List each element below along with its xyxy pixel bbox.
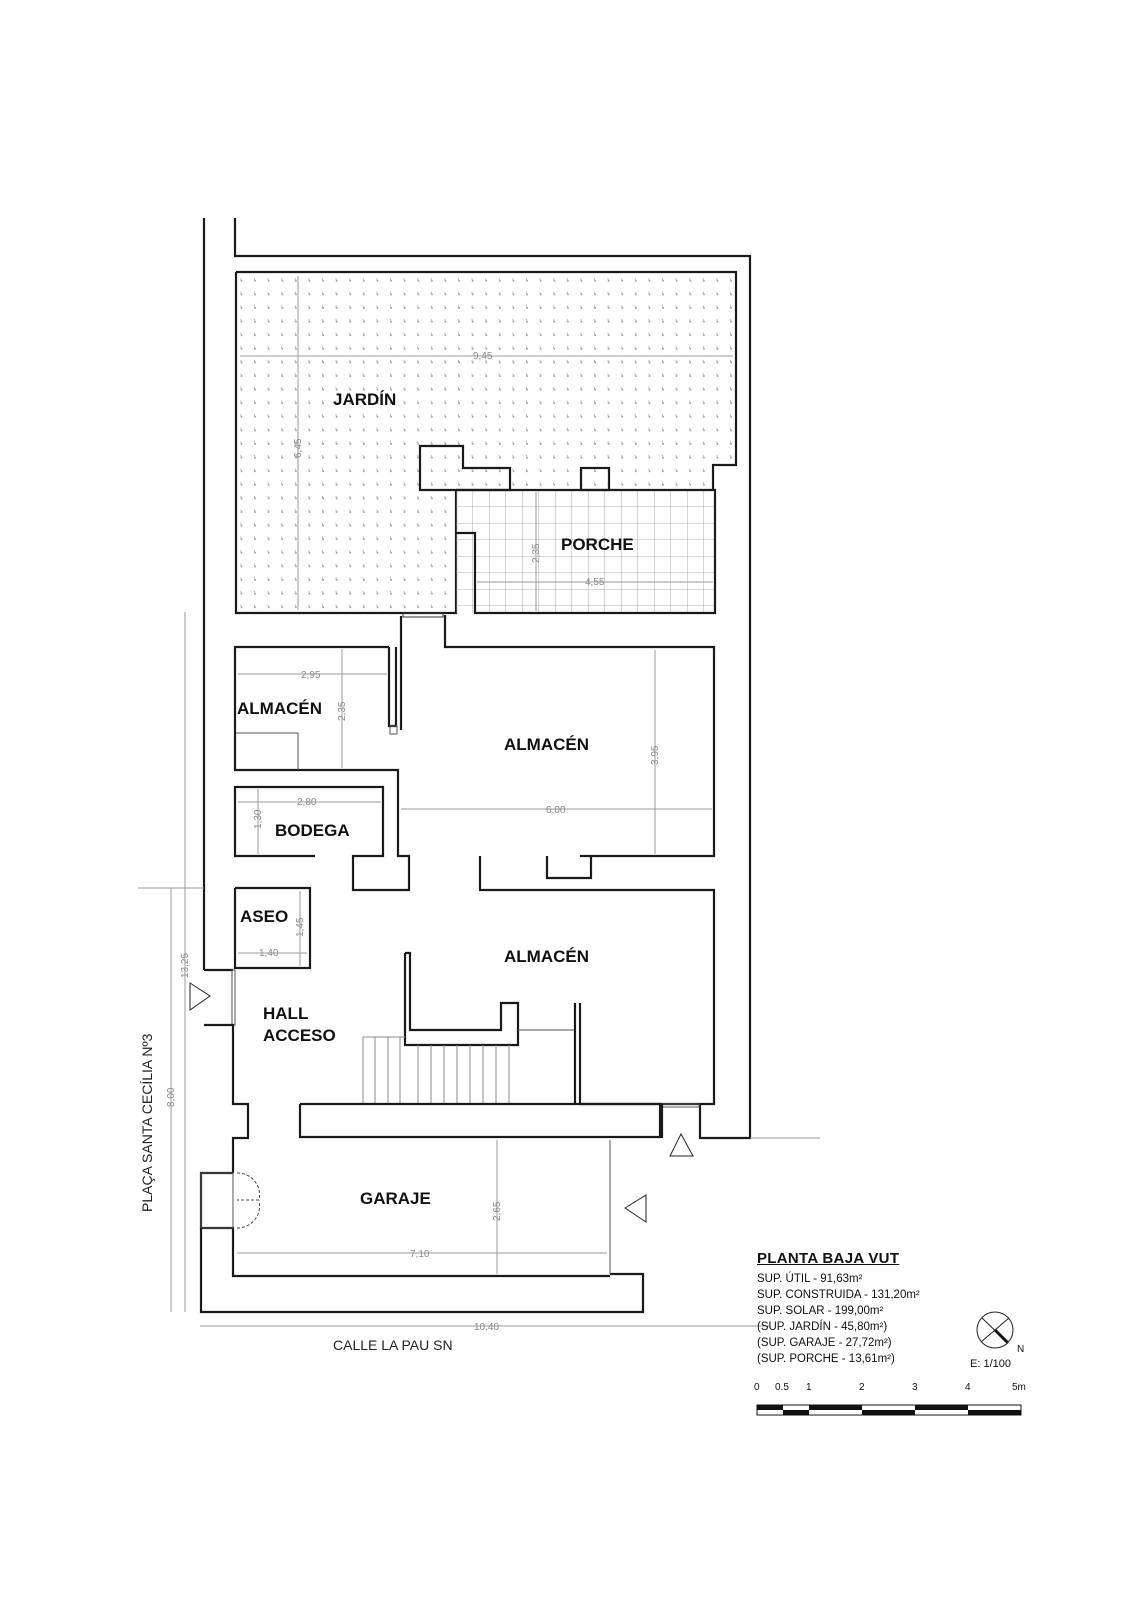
street-label-bottom: CALLE LA PAU SN	[333, 1337, 453, 1353]
dim-bodega-height: 1,30	[253, 809, 264, 829]
room-label-garaje: GARAJE	[360, 1189, 431, 1208]
room-label-almacen-small: ALMACÉN	[237, 699, 322, 718]
room-label-aseo: ASEO	[240, 907, 288, 926]
dim-porche-height: 2,35	[531, 543, 542, 563]
dim-garaje-height: 2,65	[492, 1201, 503, 1221]
scale-tick: 4	[965, 1382, 971, 1393]
dim-jardin-width: 9,45	[473, 351, 493, 362]
room-label-bodega: BODEGA	[275, 821, 350, 840]
dim-total-width: 10,40	[474, 1322, 499, 1333]
dim-almacen-large-height: 3,95	[650, 745, 661, 765]
room-label-porche: PORCHE	[561, 535, 634, 554]
room-label-jardin: JARDÍN	[333, 390, 396, 409]
dim-bodega-width: 2,80	[297, 797, 317, 808]
dim-almacen-small-width: 2,95	[301, 670, 321, 681]
plot-boundary	[202, 218, 820, 1140]
north-arrow-icon	[976, 1311, 1014, 1349]
dim-aseo-height: 1,45	[295, 917, 306, 937]
scale-tick-labels: 0 0.5 1 2 3 4 5m	[754, 1382, 1026, 1393]
dimension-lines	[138, 612, 770, 1327]
scale-tick: 3	[912, 1382, 918, 1393]
graphic-scale-bar	[756, 1404, 1022, 1416]
entrance-markers	[189, 982, 694, 1223]
surface-porche: (SUP. PORCHE - 13,61m²)	[757, 1353, 895, 1365]
interior-walls	[204, 612, 716, 1173]
dim-almacen-small-height: 2,35	[337, 701, 348, 721]
scale-tick: 1	[806, 1382, 812, 1393]
scale-tick: 5m	[1012, 1382, 1026, 1393]
dim-total-depth: 13,25	[180, 953, 191, 978]
surface-construida: SUP. CONSTRUIDA - 131,20m²	[757, 1289, 920, 1301]
room-label-almacen-large: ALMACÉN	[504, 735, 589, 754]
dim-almacen-large-width: 6,00	[546, 805, 566, 816]
room-label-acceso: ACCESO	[263, 1026, 336, 1045]
dim-jardin-height: 6,45	[293, 438, 304, 458]
room-label-hall: HALL	[263, 1004, 308, 1023]
dim-garaje-width: 7,10	[410, 1249, 430, 1260]
dim-porche-width: 4,55	[585, 577, 605, 588]
entrance-arrow-icon	[669, 1132, 694, 1157]
scale-tick: 0.5	[775, 1382, 789, 1393]
room-label-almacen-lower: ALMACÉN	[504, 947, 589, 966]
entrance-arrow-icon	[624, 1194, 647, 1223]
surface-garaje: (SUP. GARAJE - 27,72m²)	[757, 1337, 892, 1349]
entrance-arrow-icon	[189, 982, 211, 1011]
legend-block: PLANTA BAJA VUT SUP. ÚTIL - 91,63m² SUP.…	[757, 1250, 920, 1367]
dim-aseo-width: 1,40	[259, 948, 279, 959]
plan-title: PLANTA BAJA VUT	[757, 1250, 900, 1267]
surface-jardin: (SUP. JARDÍN - 45,80m²)	[757, 1321, 888, 1333]
garaje-area	[199, 1140, 645, 1314]
scale-ratio: E: 1/100	[970, 1358, 1011, 1370]
surface-util: SUP. ÚTIL - 91,63m²	[757, 1273, 863, 1285]
scale-tick: 0	[754, 1382, 760, 1393]
street-label-left: PLAÇA SANTA CECÍLIA Nº3	[139, 1033, 155, 1212]
scale-tick: 2	[859, 1382, 865, 1393]
surface-solar: SUP. SOLAR - 199,00m²	[757, 1305, 884, 1317]
compass-north-label: N	[1017, 1344, 1024, 1355]
porche-area	[456, 488, 717, 615]
dim-facade-length: 8,00	[166, 1087, 177, 1107]
